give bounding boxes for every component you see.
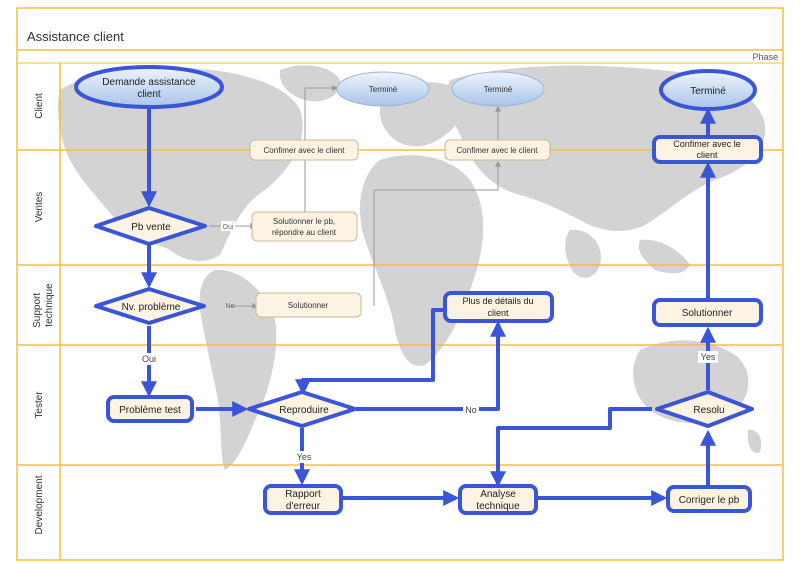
edge-label-yes-2-bg xyxy=(698,351,718,363)
node-plus-details[interactable]: Plus de détails du client xyxy=(443,291,554,323)
node-reproduire[interactable]: Reproduire xyxy=(247,390,357,428)
node-corriger[interactable]: Corriger le pb xyxy=(666,485,752,513)
node-analyse-line1: Analyse xyxy=(480,489,516,500)
node-termine-3[interactable]: Terminé xyxy=(659,69,757,111)
lane-label-client: Client xyxy=(34,93,45,119)
node-confirmer-2[interactable]: Confimer avec le client xyxy=(444,139,551,161)
edge-label-oui-2: Oui xyxy=(142,354,156,364)
node-termine-2[interactable]: Terminé xyxy=(451,71,545,107)
blue-connectors xyxy=(141,107,716,506)
node-termine-3-label: Terminé xyxy=(690,86,726,97)
lane-label-development: Development xyxy=(34,475,45,534)
node-probleme-test[interactable]: Problème test xyxy=(106,395,194,423)
node-rapport[interactable]: Rapport d'erreur xyxy=(263,484,343,515)
node-termine-1[interactable]: Terminé xyxy=(336,71,430,107)
node-solutionner-label: Solutionner xyxy=(288,301,329,310)
node-demande-line2: client xyxy=(137,89,161,100)
node-nv-probleme-label: Nv. problème xyxy=(122,302,181,313)
node-reproduire-label: Reproduire xyxy=(279,405,329,416)
edge-label-oui-1-bg xyxy=(221,221,235,231)
lane-label-support-line2: technique xyxy=(44,283,55,327)
edge-label-oui-2-bg xyxy=(140,353,158,365)
edge-label-non-1: No xyxy=(226,303,235,310)
edge-label-yes-1: Yes xyxy=(297,452,312,462)
node-resolu[interactable]: Resolu xyxy=(655,390,754,428)
node-pb-vente-label: Pb vente xyxy=(131,222,171,233)
node-demande[interactable]: Demande assistance client xyxy=(74,65,224,109)
node-confirmer-1[interactable]: Confimer avec le client xyxy=(249,139,359,161)
node-confirmer-3-line2: client xyxy=(696,150,718,160)
node-probleme-test-label: Problème test xyxy=(119,405,181,416)
edge-label-non-2: No xyxy=(465,405,477,415)
node-solutionner-2-label: Solutionner xyxy=(682,308,733,319)
node-confirmer-3-line1: Confimer avec le xyxy=(673,139,741,149)
node-solutionner-pb[interactable]: Solutionner le pb, répondre au client xyxy=(251,211,358,242)
diagram-frame xyxy=(16,7,784,561)
node-plus-details-line1: Plus de détails du xyxy=(462,296,533,306)
node-solutionner[interactable]: Solutionner xyxy=(255,292,362,318)
node-nv-probleme[interactable]: Nv. problème xyxy=(94,287,206,325)
lane-label-support-line1: Support xyxy=(32,293,43,328)
edge-label-yes-1-bg xyxy=(294,451,314,463)
edge-label-oui-1: Oui xyxy=(223,224,234,231)
node-termine-1-label: Terminé xyxy=(369,85,398,94)
lane-label-tester: Tester xyxy=(34,391,45,419)
lane-label-support: Support technique xyxy=(32,283,55,328)
node-rapport-line2: d'erreur xyxy=(286,501,321,512)
node-solutionner-2[interactable]: Solutionner xyxy=(652,298,763,327)
node-confirmer-1-label: Confimer avec le client xyxy=(264,146,346,155)
node-pb-vente[interactable]: Pb vente xyxy=(94,206,207,246)
node-analyse[interactable]: Analyse technique xyxy=(458,484,538,515)
edge-label-yes-2: Yes xyxy=(701,352,716,362)
node-rapport-line1: Rapport xyxy=(285,489,321,500)
node-demande-line1: Demande assistance xyxy=(102,77,196,88)
node-resolu-label: Resolu xyxy=(693,405,724,416)
phase-label: Phase xyxy=(752,52,778,62)
node-analyse-line2: technique xyxy=(476,501,520,512)
node-solutionner-pb-line2: répondre au client xyxy=(272,228,337,237)
node-plus-details-line2: client xyxy=(487,308,509,318)
node-confirmer-3[interactable]: Confimer avec le client xyxy=(652,135,763,164)
edge-label-non-2-bg xyxy=(463,404,479,415)
node-solutionner-pb-line1: Solutionner le pb, xyxy=(273,217,335,226)
node-corriger-label: Corriger le pb xyxy=(679,495,740,506)
node-confirmer-2-label: Confimer avec le client xyxy=(457,146,539,155)
diagram-title: Assistance client xyxy=(27,29,124,44)
node-termine-2-label: Terminé xyxy=(484,85,513,94)
lane-label-ventes: Ventes xyxy=(34,192,45,223)
